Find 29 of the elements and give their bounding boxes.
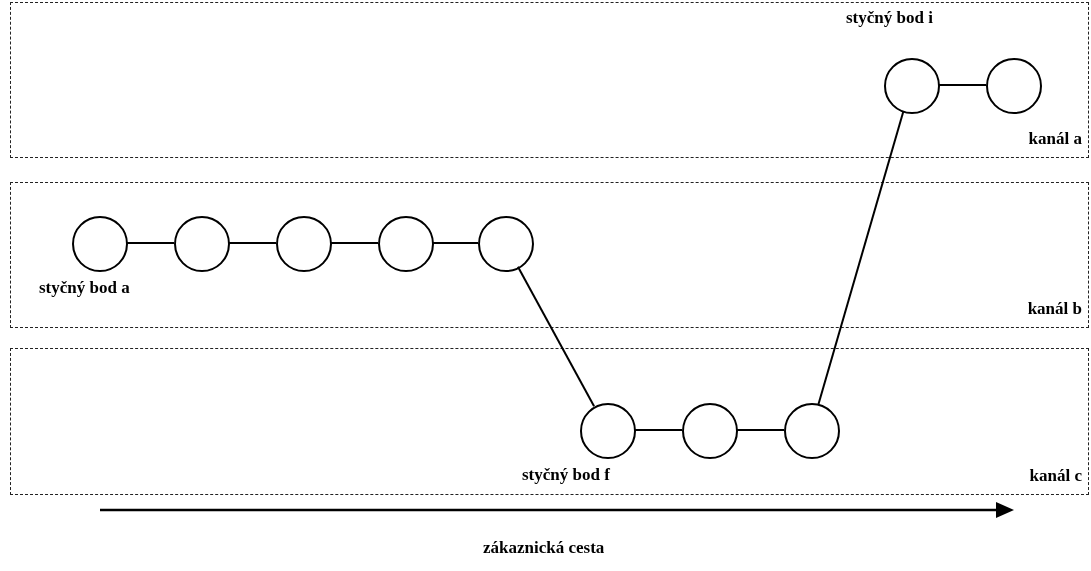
touchpoint-circle xyxy=(378,216,434,272)
touchpoint-circle xyxy=(986,58,1042,114)
channel-label: kanál b xyxy=(1027,299,1082,319)
touchpoint-label: styčný bod i xyxy=(846,8,933,28)
channel-label: kanál a xyxy=(1028,129,1082,149)
touchpoint-circle xyxy=(478,216,534,272)
touchpoint-label: styčný bod a xyxy=(39,278,130,298)
channel-band xyxy=(10,2,1089,158)
touchpoint-label: styčný bod f xyxy=(522,465,610,485)
touchpoint-circle xyxy=(580,403,636,459)
connector-line xyxy=(431,242,479,244)
touchpoint-circle xyxy=(174,216,230,272)
connector-line xyxy=(125,242,175,244)
touchpoint-circle xyxy=(682,403,738,459)
connector-line xyxy=(735,429,785,431)
channel-band xyxy=(10,182,1089,328)
channel-label: kanál c xyxy=(1029,466,1082,486)
touchpoint-circle xyxy=(784,403,840,459)
connector-line xyxy=(817,109,905,406)
channel-band xyxy=(10,348,1089,495)
touchpoint-circle xyxy=(276,216,332,272)
touchpoint-circle xyxy=(72,216,128,272)
connector-line xyxy=(516,265,596,408)
connector-line xyxy=(633,429,683,431)
connector-line xyxy=(329,242,379,244)
connector-line xyxy=(227,242,277,244)
connector-line xyxy=(937,84,987,86)
touchpoint-circle xyxy=(884,58,940,114)
axis-label: zákaznická cesta xyxy=(483,538,605,558)
